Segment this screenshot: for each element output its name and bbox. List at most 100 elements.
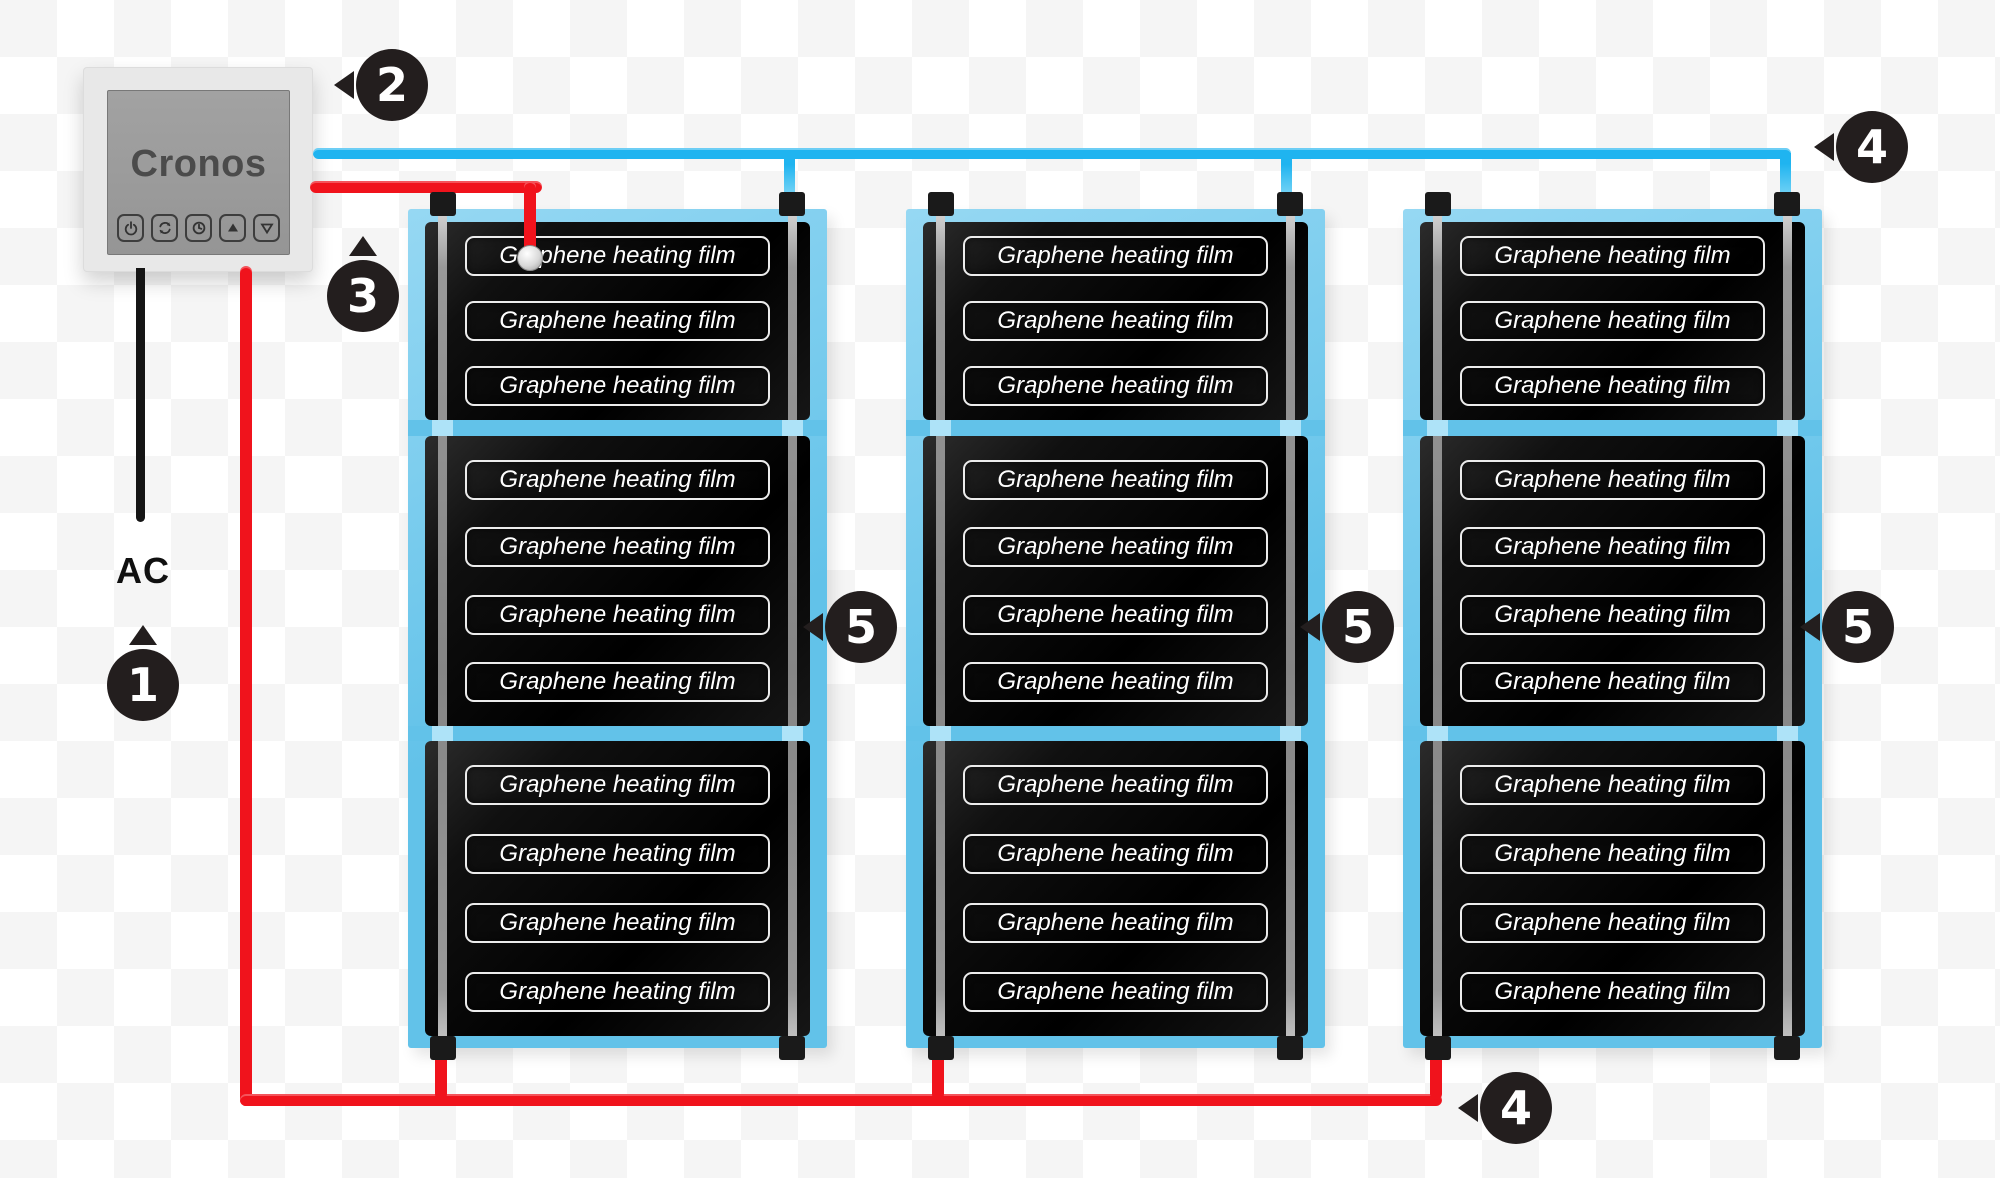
film-strip-text: Graphene heating film xyxy=(499,771,736,798)
callout-badge: 3 xyxy=(327,260,399,332)
mat-frame-separator xyxy=(906,420,1325,436)
ac-label: AC xyxy=(116,550,170,591)
connector-terminal xyxy=(430,1036,456,1060)
film-strip-label: Graphene heating film xyxy=(1460,834,1765,874)
callout-number: 4 xyxy=(1855,120,1888,174)
thermostat-button-row xyxy=(117,214,280,242)
film-strip-label: Graphene heating film xyxy=(465,834,770,874)
mat-frame-separator xyxy=(408,420,827,436)
ac-power-cable xyxy=(136,268,145,522)
film-strip-text: Graphene heating film xyxy=(1494,242,1731,269)
callout-pointer-icon xyxy=(1800,613,1820,641)
connector-terminal xyxy=(1277,1036,1303,1060)
film-strip-text: Graphene heating film xyxy=(499,307,736,334)
triangle-down-icon xyxy=(253,214,280,242)
film-strip-label: Graphene heating film xyxy=(465,301,770,341)
film-strip-text: Graphene heating film xyxy=(1494,600,1731,628)
film-strip-text: Graphene heating film xyxy=(997,978,1234,1005)
film-strip-label: Graphene heating film xyxy=(465,594,770,635)
film-strip-text: Graphene heating film xyxy=(1494,466,1731,493)
callout-number: 5 xyxy=(1841,600,1874,654)
film-strip-text: Graphene heating film xyxy=(499,466,736,493)
callout-pointer-icon xyxy=(803,613,823,641)
connector-terminal xyxy=(1277,192,1303,216)
copper-busbar xyxy=(438,209,447,1048)
film-strip-text: Graphene heating film xyxy=(1494,372,1731,399)
separator-highlight xyxy=(1280,420,1301,436)
film-strip-label: Graphene heating film xyxy=(465,903,770,943)
live-feed-wire-vertical xyxy=(524,181,536,259)
connector-terminal xyxy=(1774,1036,1800,1060)
film-strip-text: Graphene heating film xyxy=(499,372,736,399)
thermostat-screen: Cronos xyxy=(107,90,290,255)
copper-busbar xyxy=(1783,209,1792,1048)
film-strip-text: Graphene heating film xyxy=(997,307,1234,334)
live-feed-wire-horizontal xyxy=(310,181,542,193)
film-strip-text: Graphene heating film xyxy=(499,840,736,867)
film-strip-text: Graphene heating film xyxy=(997,372,1234,399)
callout-number: 5 xyxy=(1341,600,1374,654)
film-strip-text: Graphene heating film xyxy=(499,667,736,695)
film-strip-label: Graphene heating film xyxy=(963,972,1268,1012)
callout-pointer-icon xyxy=(129,625,157,645)
film-strip-label: Graphene heating film xyxy=(963,661,1268,702)
film-strip-label: Graphene heating film xyxy=(1460,460,1765,500)
live-branch-wire-3 xyxy=(1430,1048,1442,1100)
film-strip-label: Graphene heating film xyxy=(1460,765,1765,805)
callout-number: 5 xyxy=(844,600,877,654)
callout-number: 1 xyxy=(126,658,159,712)
callout-badge: 5 xyxy=(825,591,897,663)
connector-terminal xyxy=(1425,192,1451,216)
film-strip-label: Graphene heating film xyxy=(1460,903,1765,943)
film-strip-label: Graphene heating film xyxy=(1460,972,1765,1012)
callout-badge: 5 xyxy=(1322,591,1394,663)
callout-badge: 4 xyxy=(1480,1072,1552,1144)
film-strip-text: Graphene heating film xyxy=(997,909,1234,936)
film-strip-label: Graphene heating film xyxy=(465,661,770,702)
film-strip-label: Graphene heating film xyxy=(1460,594,1765,635)
separator-highlight xyxy=(930,420,951,436)
connector-terminal xyxy=(779,1036,805,1060)
film-strip-label: Graphene heating film xyxy=(963,834,1268,874)
film-strip-label: Graphene heating film xyxy=(1460,527,1765,568)
callout-number: 2 xyxy=(375,58,408,112)
separator-highlight xyxy=(1777,726,1798,741)
film-strip-label: Graphene heating film xyxy=(1460,661,1765,702)
film-strip-label: Graphene heating film xyxy=(963,594,1268,635)
live-terminal-dot xyxy=(517,245,543,271)
film-strip-label: Graphene heating film xyxy=(465,460,770,500)
connector-terminal xyxy=(1774,192,1800,216)
film-strip-label: Graphene heating film xyxy=(465,972,770,1012)
mat-frame-separator xyxy=(1403,726,1822,741)
connector-terminal xyxy=(928,192,954,216)
connector-terminal xyxy=(430,192,456,216)
triangle-up-icon xyxy=(219,214,246,242)
callout-pointer-icon xyxy=(1458,1094,1478,1122)
film-strip-text: Graphene heating film xyxy=(1494,771,1731,798)
film-strip-text: Graphene heating film xyxy=(1494,533,1731,561)
film-strip-text: Graphene heating film xyxy=(1494,307,1731,334)
callout-number: 3 xyxy=(346,269,379,323)
power-icon xyxy=(117,214,144,242)
mat-frame-separator xyxy=(906,726,1325,741)
live-bus-wire xyxy=(240,1094,1442,1106)
callout-badge: 2 xyxy=(356,49,428,121)
separator-highlight xyxy=(432,726,453,741)
neutral-drop-wire-2 xyxy=(1281,155,1292,203)
callout-pointer-icon xyxy=(334,71,354,99)
film-strip-text: Graphene heating film xyxy=(499,909,736,936)
film-strip-text: Graphene heating film xyxy=(997,667,1234,695)
film-strip-label: Graphene heating film xyxy=(1460,366,1765,406)
copper-busbar xyxy=(936,209,945,1048)
separator-highlight xyxy=(782,726,803,741)
connector-terminal xyxy=(779,192,805,216)
clock-icon xyxy=(185,214,212,242)
